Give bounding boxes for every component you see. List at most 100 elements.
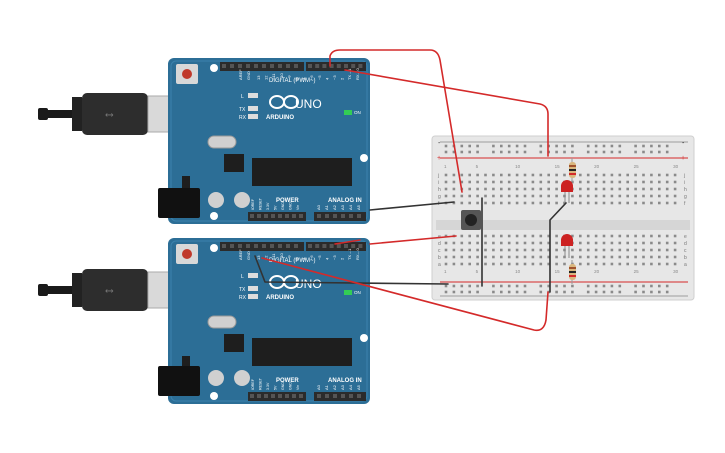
breadboard-hole[interactable] [555, 180, 558, 184]
breadboard-hole[interactable] [642, 290, 645, 294]
header-pin[interactable] [264, 394, 268, 398]
breadboard-hole[interactable] [602, 150, 606, 154]
breadboard-hole[interactable] [594, 150, 598, 154]
breadboard-hole[interactable] [539, 187, 543, 191]
breadboard-hole[interactable] [555, 248, 558, 252]
breadboard-hole[interactable] [563, 173, 566, 177]
wire-black[interactable] [254, 255, 449, 285]
breadboard-hole[interactable] [539, 248, 543, 252]
breadboard-hole[interactable] [515, 173, 519, 177]
wire-red[interactable] [334, 239, 361, 245]
breadboard-hole[interactable] [634, 201, 637, 205]
breadboard-hole[interactable] [610, 248, 614, 252]
breadboard-hole[interactable] [626, 262, 629, 266]
breadboard-hole[interactable] [468, 255, 471, 259]
breadboard-hole[interactable] [444, 284, 448, 288]
breadboard-hole[interactable] [452, 201, 456, 205]
breadboard-hole[interactable] [626, 234, 629, 238]
breadboard-hole[interactable] [444, 262, 448, 266]
breadboard-hole[interactable] [610, 284, 614, 288]
header-pin[interactable] [292, 214, 296, 218]
breadboard-hole[interactable] [673, 201, 677, 205]
breadboard-hole[interactable] [634, 262, 637, 266]
breadboard-hole[interactable] [650, 201, 653, 205]
breadboard-hole[interactable] [642, 255, 645, 259]
breadboard-hole[interactable] [618, 144, 622, 148]
breadboard-hole[interactable] [626, 241, 629, 245]
breadboard-hole[interactable] [444, 173, 448, 177]
breadboard-hole[interactable] [665, 144, 669, 148]
breadboard-hole[interactable] [650, 180, 653, 184]
breadboard-hole[interactable] [665, 150, 669, 154]
breadboard-hole[interactable] [531, 201, 535, 205]
breadboard-hole[interactable] [547, 187, 550, 191]
arduino-uno-bottom[interactable]: DIGITAL (PWM~) UNO ARDUINO ON L TX RX PO… [168, 238, 370, 404]
breadboard-hole[interactable] [618, 187, 622, 191]
breadboard-hole[interactable] [555, 201, 558, 205]
breadboard-hole[interactable] [673, 262, 677, 266]
breadboard-hole[interactable] [531, 194, 535, 198]
breadboard-hole[interactable] [500, 201, 503, 205]
breadboard-hole[interactable] [531, 241, 535, 245]
breadboard-hole[interactable] [602, 255, 606, 259]
header-pin[interactable] [336, 64, 341, 68]
breadboard-hole[interactable] [555, 144, 558, 148]
breadboard-hole[interactable] [658, 173, 661, 177]
breadboard-hole[interactable] [658, 194, 661, 198]
breadboard-hole[interactable] [634, 144, 637, 148]
header-pin[interactable] [325, 394, 329, 398]
breadboard-hole[interactable] [460, 248, 464, 252]
breadboard-hole[interactable] [618, 290, 622, 294]
breadboard-hole[interactable] [594, 255, 598, 259]
breadboard-hole[interactable] [507, 194, 511, 198]
breadboard-hole[interactable] [642, 187, 645, 191]
resistor-bottom[interactable] [569, 260, 576, 284]
breadboard-hole[interactable] [610, 187, 614, 191]
breadboard-hole[interactable] [507, 290, 511, 294]
breadboard-hole[interactable] [571, 201, 574, 205]
header-pin[interactable] [230, 244, 234, 248]
breadboard-hole[interactable] [523, 150, 527, 154]
breadboard-hole[interactable] [665, 241, 669, 245]
header-pin[interactable] [344, 244, 348, 248]
breadboard-hole[interactable] [594, 144, 598, 148]
breadboard-hole[interactable] [547, 241, 550, 245]
breadboard-hole[interactable] [492, 144, 495, 148]
breadboard-hole[interactable] [492, 248, 495, 252]
breadboard-hole[interactable] [579, 234, 582, 238]
breadboard-hole[interactable] [515, 201, 519, 205]
header-pin[interactable] [264, 214, 268, 218]
header-pin[interactable] [351, 244, 356, 248]
breadboard-hole[interactable] [468, 173, 471, 177]
breadboard-hole[interactable] [673, 187, 677, 191]
header-pin[interactable] [299, 394, 303, 398]
breadboard-hole[interactable] [610, 194, 614, 198]
breadboard-hole[interactable] [602, 201, 606, 205]
breadboard-hole[interactable] [571, 234, 574, 238]
breadboard-hole[interactable] [460, 194, 464, 198]
breadboard-hole[interactable] [484, 201, 487, 205]
breadboard-hole[interactable] [500, 248, 503, 252]
breadboard-hole[interactable] [492, 173, 495, 177]
breadboard-hole[interactable] [476, 241, 479, 245]
breadboard-hole[interactable] [547, 234, 550, 238]
wire-black[interactable] [369, 201, 455, 211]
breadboard-hole[interactable] [602, 180, 606, 184]
breadboard-hole[interactable] [547, 284, 550, 288]
header-pin[interactable] [308, 64, 312, 68]
breadboard-hole[interactable] [665, 194, 669, 198]
breadboard-hole[interactable] [634, 173, 637, 177]
breadboard-hole[interactable] [586, 173, 590, 177]
breadboard-hole[interactable] [492, 187, 495, 191]
breadboard-hole[interactable] [665, 180, 669, 184]
breadboard-hole[interactable] [531, 180, 535, 184]
breadboard-hole[interactable] [555, 262, 558, 266]
breadboard-hole[interactable] [500, 180, 503, 184]
breadboard-hole[interactable] [642, 150, 645, 154]
breadboard-hole[interactable] [444, 241, 448, 245]
breadboard-hole[interactable] [658, 255, 661, 259]
header-pin[interactable] [222, 64, 226, 68]
breadboard-hole[interactable] [610, 144, 614, 148]
breadboard-hole[interactable] [586, 194, 590, 198]
breadboard-hole[interactable] [515, 255, 519, 259]
